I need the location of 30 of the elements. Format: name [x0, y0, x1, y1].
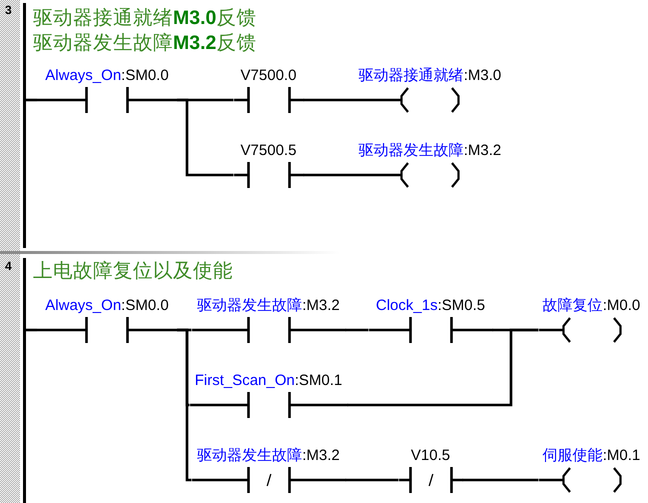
network-comment: 上电故障复位以及使能 — [33, 258, 233, 283]
ladder-wire — [462, 478, 538, 482]
contact-label: Always_On:SM0.0 — [45, 297, 169, 315]
contact-label: V10.5 — [410, 447, 450, 465]
ladder-wire — [346, 328, 368, 332]
contact-label: V7500.5 — [240, 142, 296, 160]
coil-label: 故障复位:M0.0 — [542, 297, 640, 315]
ladder-wire — [348, 328, 538, 406]
ladder-wire — [177, 328, 192, 482]
network-comment: 驱动器发生故障M3.2反馈 — [33, 30, 256, 56]
power-rail — [23, 3, 26, 248]
power-rail — [23, 258, 26, 503]
contact-label: V7500.0 — [240, 67, 296, 85]
ladder-wire — [26, 328, 37, 332]
contact-label: First_Scan_On:SM0.1 — [194, 372, 342, 390]
network-number: 4 — [5, 259, 12, 273]
network-comment: 驱动器接通就绪M3.0反馈 — [33, 5, 256, 31]
network-number: 3 — [5, 3, 12, 17]
ladder-wire — [346, 478, 398, 482]
contact-label: 驱动器发生故障:M3.2 — [197, 447, 340, 465]
coil-label: 驱动器接通就绪:M3.0 — [358, 67, 502, 85]
ladder-wire — [177, 98, 234, 176]
coil-label: 伺服使能:M0.1 — [542, 447, 640, 465]
ladder-wire — [304, 174, 350, 176]
contact-label: Always_On:SM0.0 — [45, 67, 169, 85]
contact-label: 驱动器发生故障:M3.2 — [197, 297, 340, 315]
coil-label: 驱动器发生故障:M3.2 — [358, 142, 502, 160]
contact-label: Clock_1s:SM0.5 — [376, 297, 486, 315]
ladder-wire — [304, 98, 350, 102]
ladder-wire — [26, 98, 37, 102]
